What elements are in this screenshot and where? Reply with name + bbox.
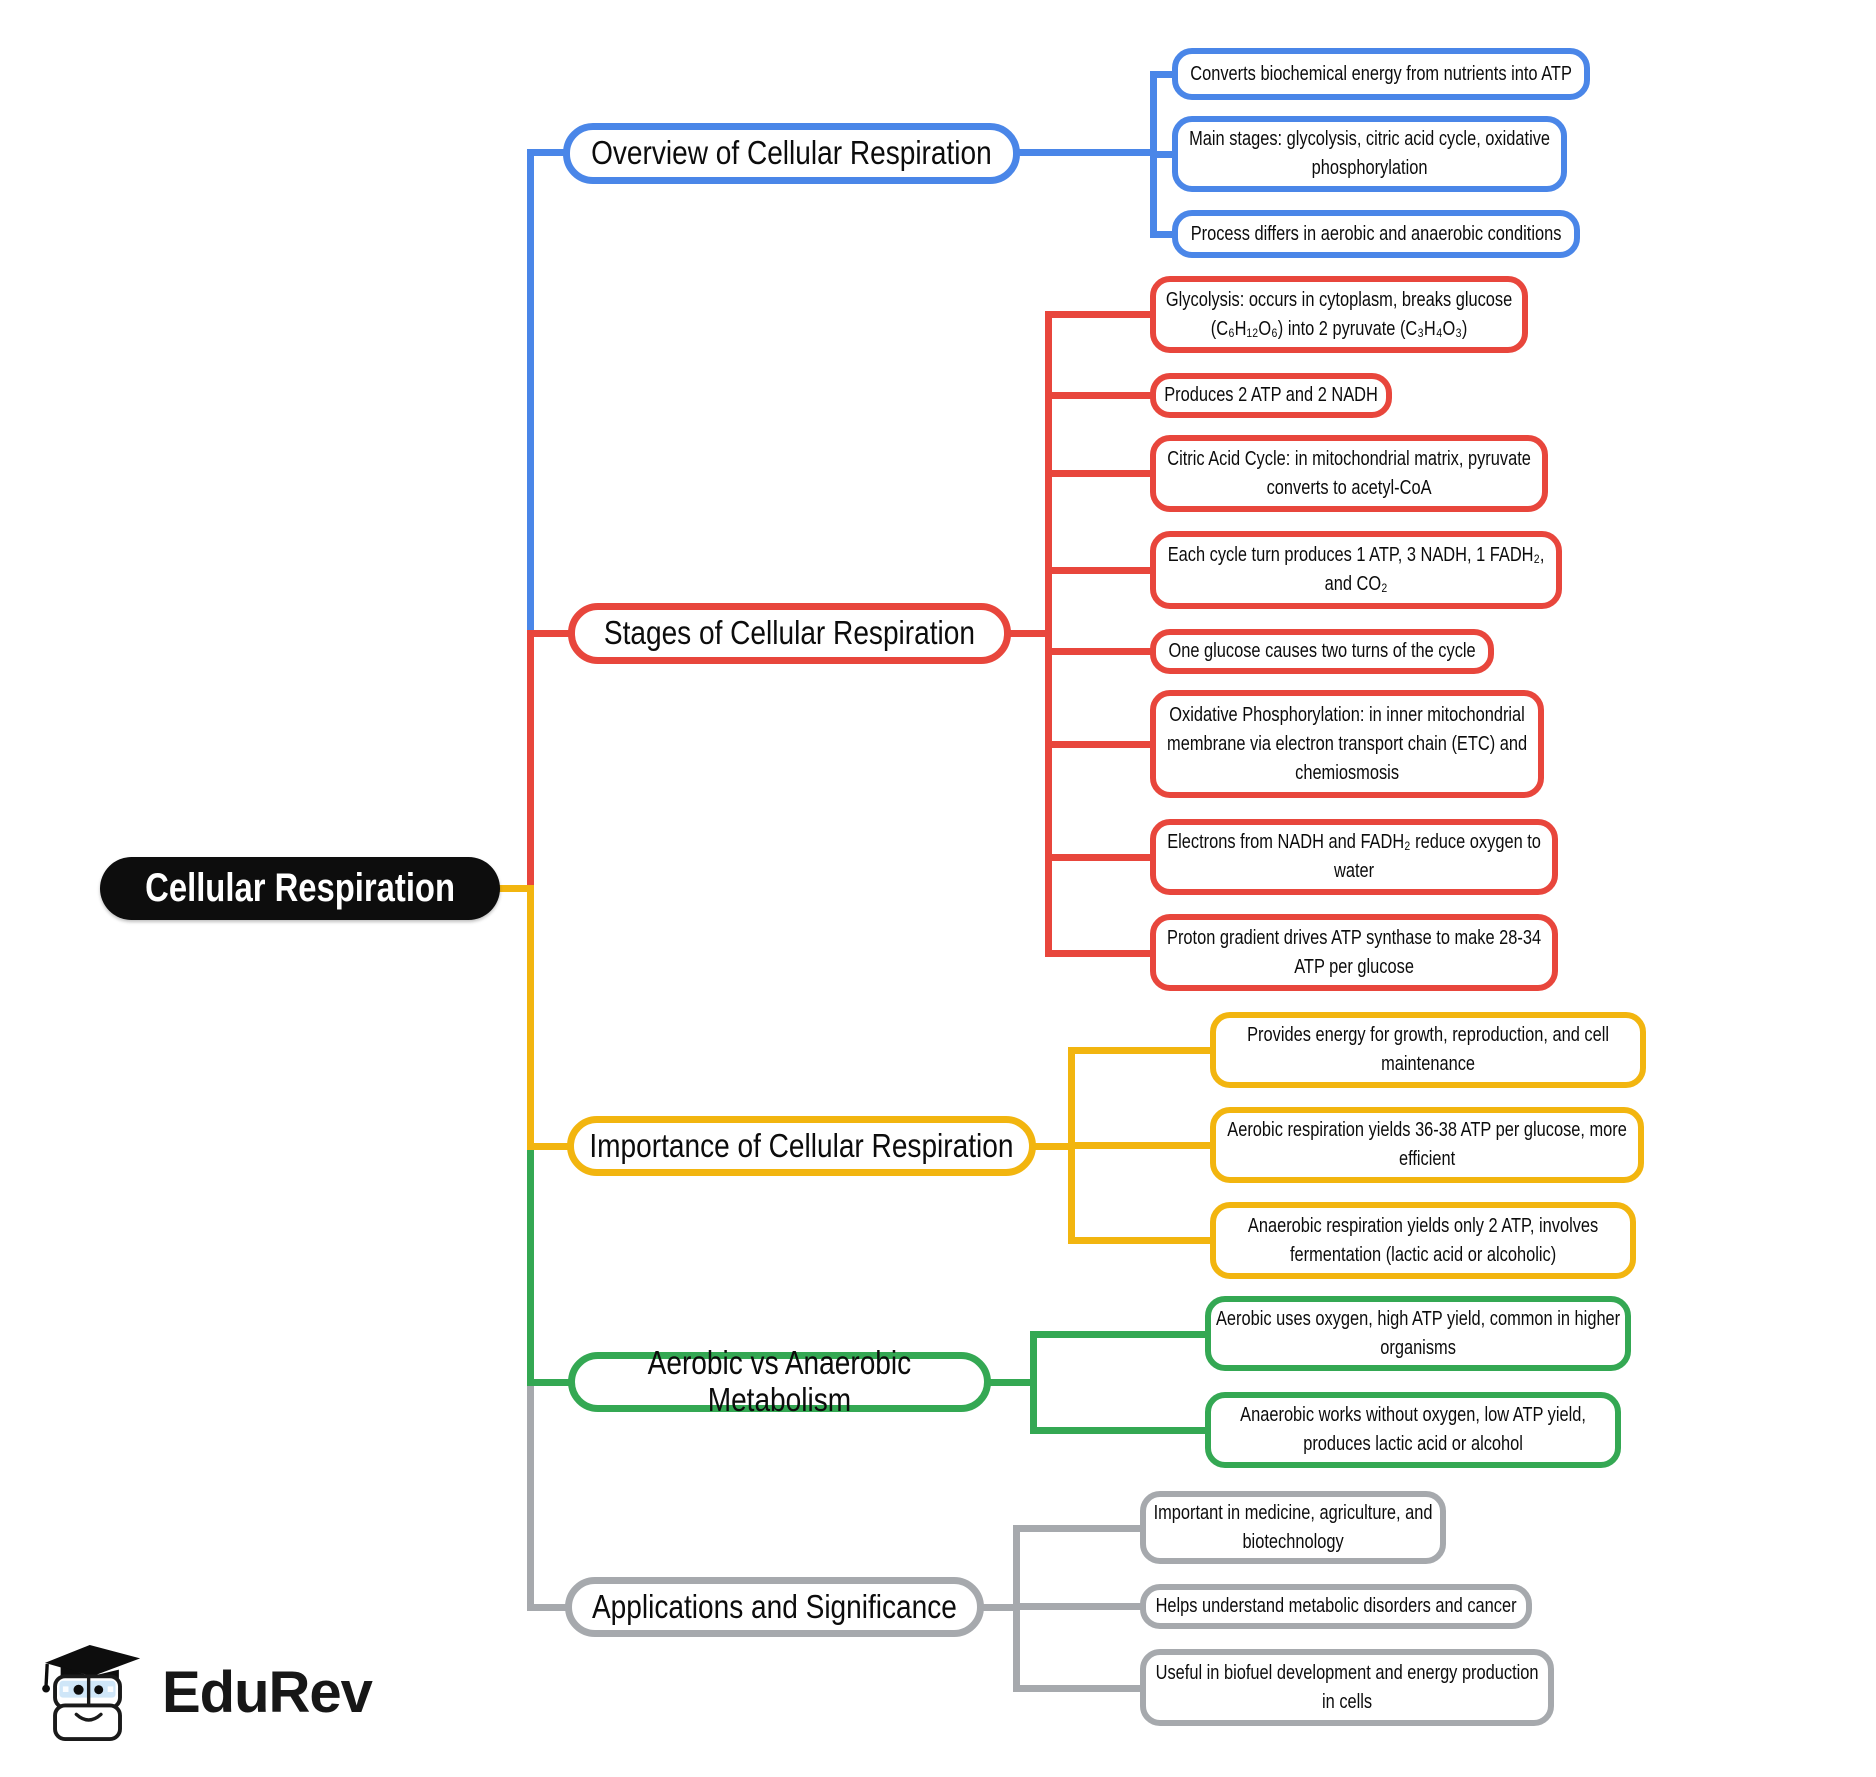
connector-overview-label: [527, 149, 569, 156]
edurev-logo[interactable]: EduRev: [36, 1636, 373, 1748]
connector-leaf: [1030, 1331, 1211, 1338]
leaf-node-overview-2[interactable]: Main stages: glycolysis, citric acid cyc…: [1172, 116, 1567, 192]
leaf-node-stages-4[interactable]: Each cycle turn produces 1 ATP, 3 NADH, …: [1150, 531, 1562, 609]
trunk-segment-importance: [527, 885, 534, 1149]
connector-leaf: [1150, 71, 1180, 78]
branch-label-aerobic[interactable]: Aerobic vs Anaerobic Metabolism: [568, 1344, 991, 1418]
leaf-node-importance-1[interactable]: Provides energy for growth, reproduction…: [1210, 1012, 1646, 1088]
trunk-segment-overview: [527, 149, 534, 637]
edurev-mascot-icon: [42, 1644, 141, 1741]
connector-aerobic-label: [527, 1379, 574, 1386]
leaf-text: Aerobic uses oxygen, high ATP yield, com…: [1215, 1307, 1621, 1359]
leaf-text: Citric Acid Cycle: in mitochondrial matr…: [1167, 447, 1531, 499]
connector-stages-rail: [1006, 630, 1052, 637]
leaf-node-applications-2[interactable]: Helps understand metabolic disorders and…: [1140, 1584, 1532, 1629]
connector-stages-label: [527, 630, 575, 637]
leaf-node-stages-6[interactable]: Oxidative Phosphorylation: in inner mito…: [1150, 690, 1544, 798]
leaf-node-stages-5[interactable]: One glucose causes two turns of the cycl…: [1150, 629, 1494, 674]
connector-leaf: [1068, 1142, 1216, 1149]
leaf-node-applications-1[interactable]: Important in medicine, agriculture, and …: [1140, 1491, 1446, 1564]
connector-leaf: [1150, 151, 1180, 158]
central-node[interactable]: Cellular Respiration: [100, 857, 500, 920]
leaf-text: Helps understand metabolic disorders and…: [1155, 1595, 1517, 1617]
connector-leaf: [1150, 231, 1180, 238]
leaf-text: Proton gradient drives ATP synthase to m…: [1167, 926, 1542, 978]
connector-leaf: [1068, 1237, 1216, 1244]
leaf-node-importance-3[interactable]: Anaerobic respiration yields only 2 ATP,…: [1210, 1202, 1636, 1279]
leaf-text: Anaerobic works without oxygen, low ATP …: [1240, 1404, 1586, 1455]
leaf-node-stages-3[interactable]: Citric Acid Cycle: in mitochondrial matr…: [1150, 435, 1548, 512]
connector-leaf: [1013, 1603, 1146, 1610]
connector-leaf: [1045, 854, 1157, 861]
leaf-text: Aerobic respiration yields 36-38 ATP per…: [1227, 1119, 1627, 1170]
leaf-text: Electrons from NADH and FADH₂ reduce oxy…: [1167, 831, 1541, 882]
leaf-node-overview-3[interactable]: Process differs in aerobic and anaerobic…: [1172, 210, 1580, 258]
central-node-label: Cellular Respiration: [145, 866, 456, 910]
connector-aerobic-rail: [986, 1379, 1037, 1386]
branch-label-stages[interactable]: Stages of Cellular Respiration: [568, 603, 1011, 664]
edurev-wordmark: EduRev: [162, 1659, 373, 1725]
connector-overview-rail: [1014, 149, 1154, 156]
connector-leaf: [1045, 567, 1157, 574]
leaf-text: Provides energy for growth, reproduction…: [1247, 1024, 1610, 1075]
trunk-segment-stages: [527, 633, 534, 891]
connector-applications-rail: [979, 1604, 1020, 1611]
leaf-node-overview-1[interactable]: Converts biochemical energy from nutrien…: [1172, 48, 1590, 100]
leaf-text: Glycolysis: occurs in cytoplasm, breaks …: [1165, 288, 1513, 340]
connector-leaf: [1045, 392, 1157, 399]
connector-central: [492, 885, 534, 892]
connector-leaf: [1045, 311, 1157, 318]
branch-label-overview[interactable]: Overview of Cellular Respiration: [563, 123, 1020, 184]
branch-label-text: Applications and Significance: [591, 1587, 957, 1625]
connector-importance-label: [527, 1143, 573, 1150]
leaf-node-aerobic-2[interactable]: Anaerobic works without oxygen, low ATP …: [1205, 1392, 1621, 1468]
branch-label-text: Stages of Cellular Respiration: [603, 614, 975, 652]
leaf-node-aerobic-1[interactable]: Aerobic uses oxygen, high ATP yield, com…: [1205, 1296, 1631, 1371]
leaf-node-stages-2[interactable]: Produces 2 ATP and 2 NADH: [1150, 373, 1392, 418]
trunk-segment-applications: [527, 1381, 534, 1610]
leaf-text: Converts biochemical energy from nutrien…: [1190, 62, 1572, 85]
leaf-text: Produces 2 ATP and 2 NADH: [1164, 384, 1378, 406]
leaf-text: Useful in biofuel development and energy…: [1155, 1661, 1539, 1713]
leaf-text: One glucose causes two turns of the cycl…: [1168, 640, 1476, 662]
rail-aerobic: [1030, 1331, 1037, 1434]
leaf-node-applications-3[interactable]: Useful in biofuel development and energy…: [1140, 1649, 1554, 1726]
leaf-text: Process differs in aerobic and anaerobic…: [1190, 222, 1562, 245]
connector-leaf: [1045, 741, 1157, 748]
leaf-text: Each cycle turn produces 1 ATP, 3 NADH, …: [1167, 544, 1545, 595]
connector-leaf: [1045, 648, 1157, 655]
leaf-text: Anaerobic respiration yields only 2 ATP,…: [1247, 1214, 1599, 1266]
connector-leaf: [1045, 470, 1157, 477]
rail-stages: [1045, 311, 1052, 957]
branch-label-text: Aerobic vs Anaerobic Metabolism: [647, 1344, 912, 1418]
trunk-segment-aerobic: [527, 1145, 534, 1385]
leaf-node-importance-2[interactable]: Aerobic respiration yields 36-38 ATP per…: [1210, 1107, 1644, 1183]
connector-leaf: [1068, 1047, 1216, 1054]
branch-label-applications[interactable]: Applications and Significance: [565, 1577, 984, 1637]
connector-applications-label: [527, 1604, 571, 1611]
leaf-node-stages-1[interactable]: Glycolysis: occurs in cytoplasm, breaks …: [1150, 276, 1528, 353]
leaf-text: Oxidative Phosphorylation: in inner mito…: [1167, 703, 1528, 784]
connector-leaf: [1013, 1525, 1146, 1532]
connector-leaf: [1013, 1685, 1146, 1692]
leaf-node-stages-8[interactable]: Proton gradient drives ATP synthase to m…: [1150, 914, 1558, 991]
branch-label-text: Overview of Cellular Respiration: [591, 134, 992, 172]
connector-importance-rail: [1030, 1143, 1075, 1150]
leaf-text: Main stages: glycolysis, citric acid cyc…: [1189, 128, 1551, 179]
connector-leaf: [1045, 950, 1157, 957]
branch-label-text: Importance of Cellular Respiration: [589, 1126, 1014, 1164]
branch-label-importance[interactable]: Importance of Cellular Respiration: [567, 1116, 1036, 1176]
connector-leaf: [1030, 1427, 1211, 1434]
leaf-node-stages-7[interactable]: Electrons from NADH and FADH₂ reduce oxy…: [1150, 819, 1558, 895]
leaf-text: Important in medicine, agriculture, and …: [1153, 1501, 1433, 1553]
